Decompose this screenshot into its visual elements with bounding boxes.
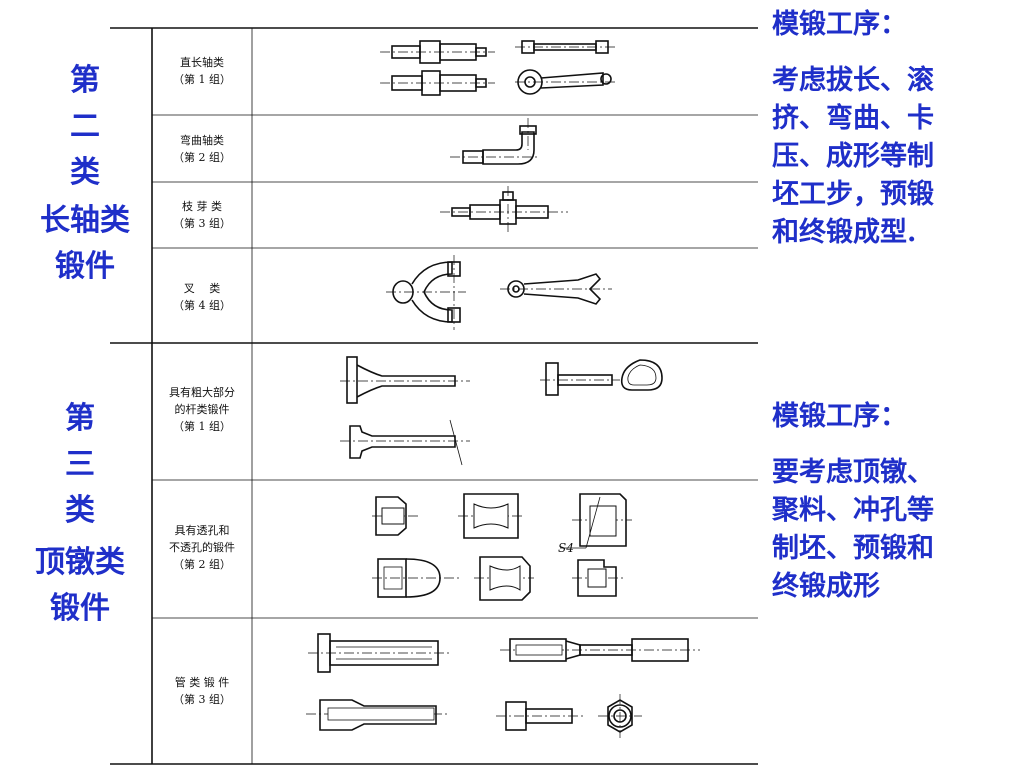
branch-part-drawing	[440, 186, 568, 232]
hole-part-drawing	[458, 493, 524, 539]
group2-subtitle: 长轴类	[40, 203, 130, 238]
note2-line: 考虑拔长、滚	[772, 65, 934, 96]
note3: 模锻工序： 要考虑顶镦、 聚料、冲孔等 制坯、预锻和 终锻成形	[772, 398, 1012, 606]
row-line-text: 具有粗大部分	[169, 386, 235, 399]
tube-drawing	[308, 633, 452, 673]
group3-label: 第 三 类 顶镦类 锻件	[20, 396, 140, 632]
row-line-text: （第 3 组）	[173, 693, 231, 706]
group2-title-char: 类	[70, 155, 100, 190]
headed-rod-drawing	[540, 362, 620, 396]
row-label: 具有透孔和 不透孔的锻件 （第 2 组）	[152, 522, 252, 573]
fork-rod-drawing	[500, 273, 612, 305]
row-group: （第 1 组）	[173, 73, 231, 86]
row-line-text: （第 2 组）	[173, 558, 231, 571]
row-line-text: （第 1 组）	[173, 420, 231, 433]
group3-title-char: 第	[65, 401, 95, 436]
flanged-rod-drawing	[340, 419, 470, 466]
row-name: 直长轴类	[180, 56, 224, 69]
tube-drawing	[500, 638, 700, 662]
row-line-text: 不透孔的锻件	[169, 541, 235, 554]
note2-line: 坯工步，预锻	[772, 179, 934, 210]
bent-shaft-drawing	[450, 118, 540, 165]
valve-rod-drawing	[340, 356, 470, 404]
row-group: （第 4 组）	[173, 299, 231, 312]
connecting-rod-drawing	[515, 40, 615, 95]
group2-label: 第 二 类 长轴类 锻件	[30, 58, 140, 290]
row-label: 直长轴类 （第 1 组）	[152, 54, 252, 88]
note2-line: 压、成形等制	[772, 141, 934, 172]
hole-part-drawing	[372, 496, 418, 536]
fork-drawing	[386, 255, 466, 330]
note2: 模锻工序： 考虑拔长、滚 挤、弯曲、卡 压、成形等制 坯工步，预锻 和终锻成型.	[772, 6, 1012, 252]
note3-line: 制坯、预锻和	[772, 533, 934, 564]
row-group: （第 2 组）	[173, 151, 231, 164]
group2-subtitle: 锻件	[55, 249, 115, 284]
drawing-label: S4	[558, 541, 574, 555]
row-line-text: 具有透孔和	[174, 524, 230, 537]
row-name: 枝 芽 类	[182, 200, 222, 213]
note3-heading: 模锻工序：	[772, 401, 907, 432]
group3-title-char: 三	[65, 447, 95, 482]
row-label: 管 类 锻 件 （第 3 组）	[152, 674, 252, 708]
row-line-text: 的杆类锻件	[174, 403, 230, 416]
note3-line: 要考虑顶镦、	[772, 457, 934, 488]
hex-nut-drawing	[598, 694, 642, 738]
tube-drawing	[306, 699, 450, 731]
hole-part-drawing: S4	[558, 493, 632, 555]
row-line-text: 管 类 锻 件	[174, 676, 230, 689]
row-label: 枝 芽 类 （第 3 组）	[152, 198, 252, 232]
note2-line: 和终锻成型.	[772, 217, 917, 248]
row-group: （第 3 组）	[173, 217, 231, 230]
blind-hole-part-drawing	[572, 559, 624, 597]
note2-line: 挤、弯曲、卡	[772, 103, 934, 134]
group2-title-char: 第	[70, 63, 100, 98]
row-label: 叉 类 （第 4 组）	[152, 280, 252, 314]
straight-shaft-drawing	[380, 40, 495, 96]
group3-subtitle: 顶镦类	[35, 545, 125, 580]
row-label: 弯曲轴类 （第 2 组）	[152, 132, 252, 166]
note2-heading: 模锻工序：	[772, 9, 907, 40]
row-name: 叉 类	[183, 282, 221, 295]
row-name: 弯曲轴类	[180, 134, 224, 147]
blind-hole-part-drawing	[372, 558, 462, 598]
blind-hole-part-drawing	[474, 556, 534, 601]
note3-line: 聚料、冲孔等	[772, 495, 934, 526]
note3-line: 终锻成形	[772, 571, 880, 602]
group3-subtitle: 锻件	[50, 591, 110, 626]
row-label: 具有粗大部分 的杆类锻件 （第 1 组）	[152, 384, 252, 435]
bolt-drawing	[496, 701, 584, 731]
group2-title-char: 二	[70, 109, 100, 144]
teardrop-ring-drawing	[620, 359, 663, 391]
group3-title-char: 类	[65, 493, 95, 528]
